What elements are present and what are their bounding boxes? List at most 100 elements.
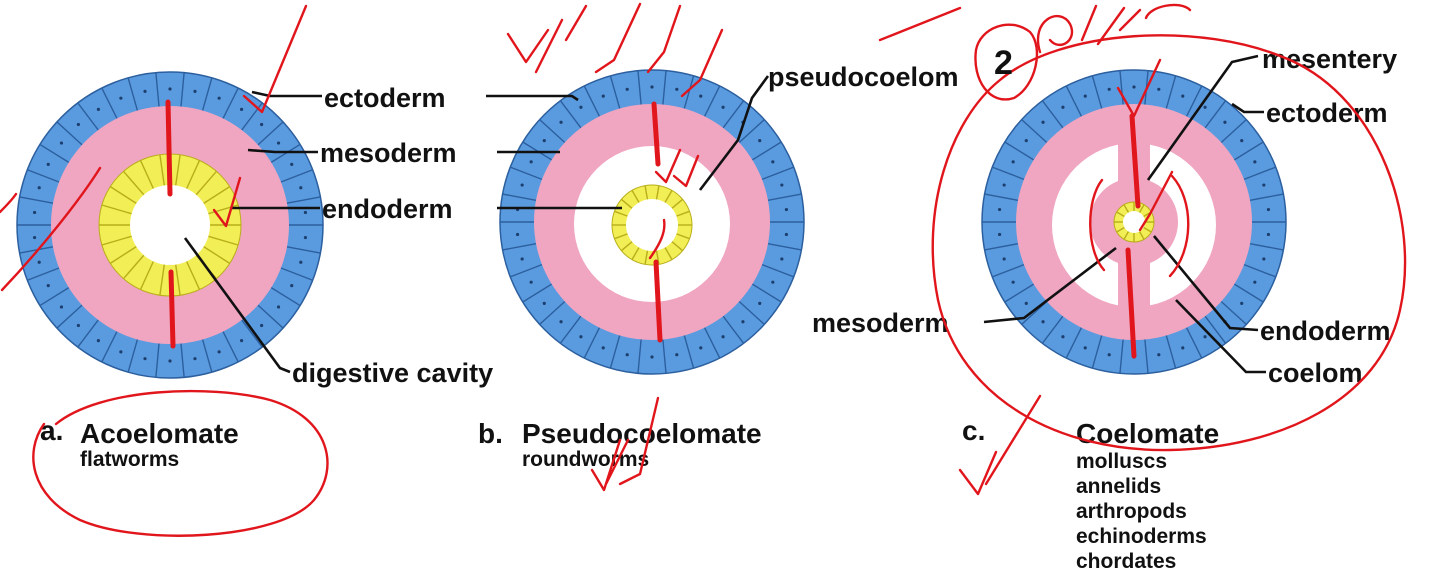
cell-nucleus xyxy=(1253,160,1256,163)
caption-example-roundworms: roundworms xyxy=(522,448,649,471)
cell-nucleus xyxy=(1084,346,1087,349)
cell-nucleus xyxy=(1240,139,1243,142)
cell-nucleus xyxy=(60,305,63,308)
label-ectoderm-c: ectoderm xyxy=(1266,98,1388,128)
cell-nucleus xyxy=(304,211,307,214)
cell-nucleus xyxy=(699,346,702,349)
cell-nucleus xyxy=(626,88,629,91)
cell-nucleus xyxy=(1041,320,1044,323)
cell-nucleus xyxy=(1108,88,1111,91)
cell-nucleus xyxy=(771,281,774,284)
cell-nucleus xyxy=(193,357,196,360)
cell-nucleus xyxy=(721,335,724,338)
cell-nucleus xyxy=(277,305,280,308)
cell-nucleus xyxy=(521,183,524,186)
cell-nucleus xyxy=(77,123,80,126)
caption-example-echinoderms: echinoderms xyxy=(1076,525,1207,548)
cell-nucleus xyxy=(1262,257,1265,260)
cell-nucleus xyxy=(1025,302,1028,305)
cell-nucleus xyxy=(1041,121,1044,124)
cell-nucleus xyxy=(47,163,50,166)
leader-ectoderm-a xyxy=(252,92,322,96)
caption-letter-c: c. xyxy=(962,415,985,446)
cell-nucleus xyxy=(998,208,1001,211)
cell-nucleus xyxy=(1012,160,1015,163)
cell-nucleus xyxy=(785,208,788,211)
caption-title-acoelomate: Acoelomate xyxy=(80,418,239,449)
cell-nucleus xyxy=(143,357,146,360)
cell-nucleus xyxy=(168,87,171,90)
cell-nucleus xyxy=(1084,95,1087,98)
cell-nucleus xyxy=(579,106,582,109)
cell-nucleus xyxy=(218,97,221,100)
cell-nucleus xyxy=(675,353,678,356)
annotation-bar-bottom-a xyxy=(171,272,173,346)
cell-nucleus xyxy=(521,257,524,260)
caption-title-coelomate: Coelomate xyxy=(1076,418,1219,449)
cell-nucleus xyxy=(38,186,41,189)
pseudocoelomate-gut-lumen xyxy=(626,199,678,251)
cell-nucleus xyxy=(559,320,562,323)
cell-nucleus xyxy=(1157,88,1160,91)
cell-nucleus xyxy=(290,163,293,166)
caption-example-chordates: chordates xyxy=(1076,550,1176,573)
cell-nucleus xyxy=(193,90,196,93)
cell-nucleus xyxy=(119,350,122,353)
cell-nucleus xyxy=(602,95,605,98)
panel-captions: a. Acoelomate flatworms b. Pseudocoeloma… xyxy=(40,415,1219,573)
cell-nucleus xyxy=(1132,85,1135,88)
label-mesoderm-c: mesoderm xyxy=(812,308,949,338)
label-mesentery: mesentery xyxy=(1262,44,1397,74)
cell-nucleus xyxy=(299,186,302,189)
cell-nucleus xyxy=(277,141,280,144)
cell-nucleus xyxy=(1025,139,1028,142)
label-pseudocoelom: pseudocoelom xyxy=(768,62,959,92)
pseudocoelomate-cross-section xyxy=(500,70,804,374)
cell-nucleus xyxy=(699,95,702,98)
coelomate-gut-lumen xyxy=(1123,211,1145,233)
cell-nucleus xyxy=(1223,121,1226,124)
cell-nucleus xyxy=(1061,106,1064,109)
cell-nucleus xyxy=(780,257,783,260)
cell-nucleus xyxy=(1253,281,1256,284)
cell-nucleus xyxy=(559,121,562,124)
cell-nucleus xyxy=(785,233,788,236)
caption-letter-b: b. xyxy=(478,418,503,449)
cell-nucleus xyxy=(1240,302,1243,305)
caption-example-annelids: annelids xyxy=(1076,475,1161,498)
cell-nucleus xyxy=(290,284,293,287)
cell-nucleus xyxy=(168,359,171,362)
cell-nucleus xyxy=(530,160,533,163)
cell-nucleus xyxy=(1003,257,1006,260)
cell-nucleus xyxy=(97,339,100,342)
cell-nucleus xyxy=(1262,183,1265,186)
cell-nucleus xyxy=(60,141,63,144)
label-endoderm-a: endoderm xyxy=(322,194,453,224)
label-coelom: coelom xyxy=(1268,358,1363,388)
label-endoderm-c: endoderm xyxy=(1260,316,1391,346)
cell-nucleus xyxy=(758,139,761,142)
label-mesoderm-a: mesoderm xyxy=(320,138,457,168)
cell-nucleus xyxy=(33,211,36,214)
cell-nucleus xyxy=(758,302,761,305)
cell-nucleus xyxy=(650,355,653,358)
label-ectoderm-a: ectoderm xyxy=(324,83,446,113)
caption-example-flatworms: flatworms xyxy=(80,448,179,471)
cell-nucleus xyxy=(47,284,50,287)
cell-nucleus xyxy=(579,335,582,338)
caption-title-pseudocoelomate: Pseudocoelomate xyxy=(522,418,762,449)
cell-nucleus xyxy=(650,85,653,88)
caption-example-molluscs: molluscs xyxy=(1076,450,1167,473)
cell-nucleus xyxy=(119,97,122,100)
cell-nucleus xyxy=(218,350,221,353)
cell-nucleus xyxy=(1203,106,1206,109)
cell-nucleus xyxy=(530,281,533,284)
cell-nucleus xyxy=(260,123,263,126)
cell-nucleus xyxy=(77,324,80,327)
cell-nucleus xyxy=(240,339,243,342)
cell-nucleus xyxy=(1003,183,1006,186)
cell-nucleus xyxy=(780,183,783,186)
cell-nucleus xyxy=(1157,353,1160,356)
cell-nucleus xyxy=(33,236,36,239)
